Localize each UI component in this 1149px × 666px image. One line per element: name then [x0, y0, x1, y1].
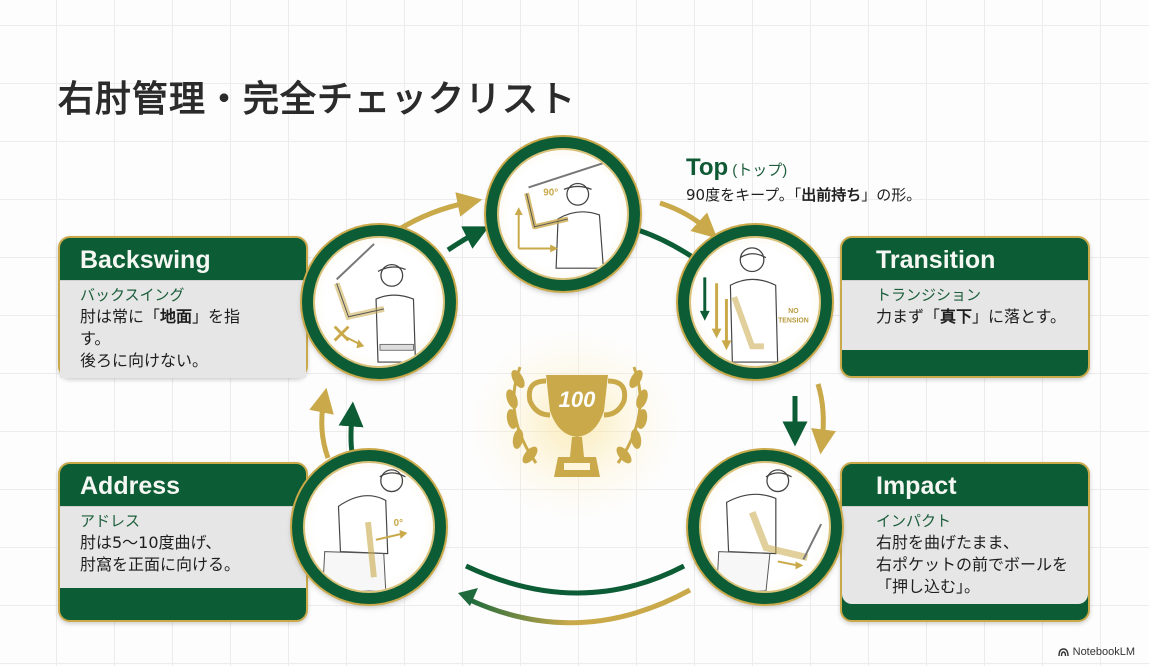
step-subtitle: インパクト: [876, 512, 952, 530]
step-subtitle: アドレス: [80, 512, 141, 530]
arrow-impact-to-address-green: [464, 563, 686, 596]
medallion-address: 0°: [292, 450, 446, 604]
medallion-impact: [688, 450, 842, 604]
trophy-icon: 100: [506, 366, 648, 477]
step-label-top: Top(トップ) 90度をキープ。「出前持ち」の形。: [686, 154, 921, 205]
golfer-top-illustration: 90°: [514, 160, 608, 269]
step-description: 90度をキープ。「出前持ち」の形。: [686, 186, 922, 204]
step-card-address: Address アドレス 肘は5〜10度曲げ、 肘窩を正面に向ける。: [58, 462, 308, 622]
arrow-top-to-transition-gold: [659, 200, 718, 239]
arrow-head-bottom: [458, 588, 478, 606]
svg-text:90°: 90°: [543, 187, 558, 198]
step-title: Backswing: [80, 246, 211, 274]
step-title: Top: [686, 154, 729, 181]
step-subtitle: トランジション: [876, 286, 982, 304]
step-card-transition: Transition トランジション 力まず「真下」に落とす。: [840, 236, 1090, 378]
arrow-address-to-backswing-gold: [309, 387, 334, 459]
golfer-address-illustration: 0°: [322, 469, 408, 591]
medallion-backswing: [302, 225, 456, 379]
arrow-impact-to-address-gradient: [468, 587, 692, 626]
medallion-transition: NO TENSION: [678, 225, 832, 379]
medallion-top: 90°: [486, 137, 640, 291]
step-title: Address: [80, 472, 181, 500]
arrow-transition-to-impact-gold: [811, 383, 836, 455]
svg-text:0°: 0°: [394, 518, 403, 529]
svg-text:NO: NO: [788, 308, 799, 315]
step-description: 肘は5〜10度曲げ、 肘窩を正面に向ける。: [80, 533, 241, 574]
step-description: 力まず「真下」に落とす。: [876, 307, 1066, 326]
step-description: 右肘を曲げたまま、 右ポケットの前でボールを 「押し込む」。: [876, 533, 1069, 596]
step-title: Transition: [876, 246, 996, 274]
step-subtitle: (トップ): [732, 162, 788, 179]
arrow-backswing-to-top-green: [446, 226, 490, 253]
notebooklm-logo-icon: [1057, 647, 1069, 656]
step-description: 肘は常に「地面」を指す。 後ろに向けない。: [80, 307, 241, 370]
step-subtitle: バックスイング: [80, 286, 185, 304]
step-card-backswing: Backswing バックスイング 肘は常に「地面」を指す。 後ろに向けない。: [58, 236, 308, 378]
svg-text:100: 100: [559, 387, 596, 412]
step-title: Impact: [876, 472, 957, 500]
arrow-address-to-backswing-green: [338, 401, 364, 453]
brand-watermark: NotebookLM: [1057, 646, 1135, 658]
step-card-impact: Impact インパクト 右肘を曲げたまま、 右ポケットの前でボールを 「押し込…: [840, 462, 1090, 622]
brand-label: NotebookLM: [1072, 646, 1135, 658]
arrow-backswing-to-top-gold: [396, 192, 483, 233]
golfer-impact-illustration: [716, 469, 823, 591]
svg-text:TENSION: TENSION: [778, 318, 809, 325]
golfer-backswing-illustration: [333, 243, 417, 363]
golfer-transition-illustration: NO TENSION: [699, 247, 809, 363]
page-title: 右肘管理・完全チェックリスト: [58, 79, 577, 120]
